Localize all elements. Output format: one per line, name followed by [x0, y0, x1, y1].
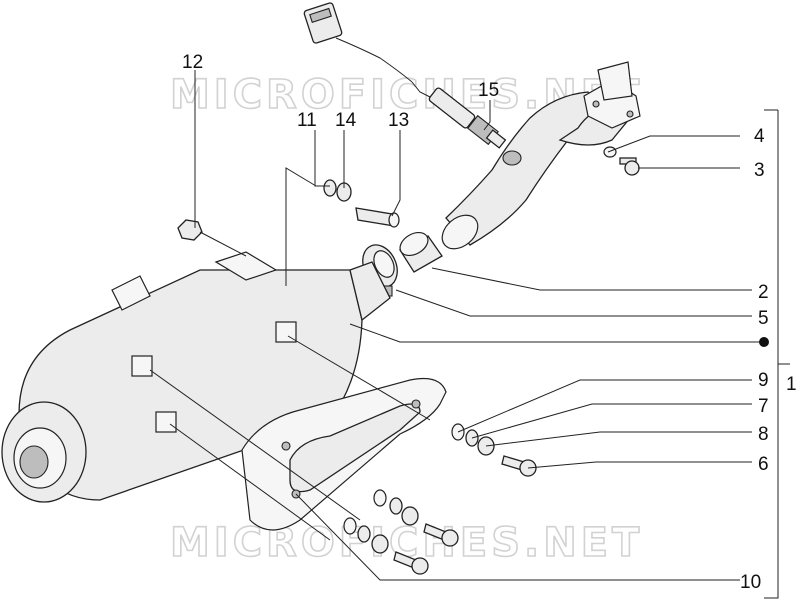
muffler-bracket-top: [111, 275, 151, 311]
callout-7: 7: [758, 396, 769, 417]
heat-shield: [241, 377, 447, 531]
callout-13: 13: [388, 110, 409, 131]
muffler-tailpipe: [19, 445, 49, 479]
leader-15: [483, 100, 491, 131]
muffler-assembly: [1, 251, 391, 503]
gasket-part-2: [399, 231, 443, 273]
leader-muffler: [349, 323, 764, 343]
callout-12: 12: [182, 52, 203, 73]
washer-lower: [371, 534, 389, 554]
leader-12-to-tab: [199, 231, 247, 257]
nut-part-12: [177, 219, 203, 241]
leader-11: [314, 130, 330, 187]
fastener-set-lower: [343, 517, 429, 575]
callout-10: 10: [740, 572, 761, 593]
callout-15: 15: [478, 80, 499, 101]
muffler-inlet-cone: [349, 261, 391, 322]
leader-boss-to-shield-1: [149, 369, 361, 521]
leader-5: [395, 289, 752, 317]
sensor-cable-boot: [411, 81, 433, 99]
callout-3: 3: [754, 160, 765, 181]
callout-6: 6: [758, 454, 769, 475]
leader-7: [471, 403, 752, 439]
connector-latch: [309, 7, 332, 23]
callout-11: 11: [297, 110, 317, 131]
sensor-tip: [485, 129, 507, 149]
callout-8: 8: [758, 424, 769, 445]
screw-middle-head: [441, 529, 459, 547]
leader-9: [457, 379, 752, 433]
bracket-assembly-1: [764, 110, 779, 599]
bushing-lower: [357, 525, 371, 543]
header-pipe-end: [441, 214, 479, 250]
leader-washer-to-tab: [285, 167, 317, 286]
leader-4: [607, 135, 740, 153]
leader-8: [485, 431, 752, 447]
gasket-2-face: [399, 231, 429, 257]
header-port: [597, 61, 633, 101]
flange-hole-left: [592, 100, 600, 108]
callout-9: 9: [758, 370, 769, 391]
muffler-mount-boss-3: [275, 321, 297, 343]
sensor-boss: [502, 150, 522, 166]
sensor-cable: [335, 37, 413, 83]
flange-hole-right: [626, 110, 634, 118]
washer-part-4: [603, 146, 617, 158]
leader-boss-to-shield-3: [287, 335, 431, 421]
heat-shield-hole-2: [281, 441, 291, 451]
leader-6: [527, 461, 752, 469]
callout-14: 14: [335, 110, 357, 131]
spacer-lower: [343, 517, 357, 535]
sensor-body: [428, 87, 476, 129]
screw-lower-head: [411, 557, 429, 575]
oxygen-sensor-assembly: [303, 2, 507, 149]
bushing-middle: [389, 497, 403, 515]
heat-shield-hole-1: [411, 399, 421, 409]
muffler-mount-boss-1: [131, 355, 153, 377]
clamp-5-inner: [373, 250, 395, 278]
leader-lines: [149, 70, 790, 599]
stud-part-13: [355, 207, 400, 228]
reference-dot: [759, 337, 769, 347]
nut-3-head: [624, 160, 640, 176]
callout-2: 2: [758, 282, 769, 303]
spacer-middle: [373, 489, 387, 507]
sensor-connector: [303, 2, 343, 44]
washer-middle: [401, 506, 419, 526]
muffler-mount-boss-2: [155, 411, 177, 433]
callout-1: 1: [786, 374, 797, 395]
stud-13-head: [388, 212, 400, 228]
callout-5: 5: [758, 308, 769, 329]
fastener-set-middle: [373, 489, 459, 547]
leader-boss-to-shield-2: [169, 423, 331, 541]
washer-part-11: [323, 179, 337, 197]
header-pipe: [441, 61, 641, 250]
stud-13-shank: [355, 207, 395, 227]
callout-4: 4: [754, 126, 765, 147]
leader-10: [295, 493, 740, 581]
nut-part-3: [619, 157, 640, 176]
muffler-mount-tab: [214, 251, 278, 281]
leader-13: [391, 130, 401, 217]
leader-2: [431, 267, 752, 291]
